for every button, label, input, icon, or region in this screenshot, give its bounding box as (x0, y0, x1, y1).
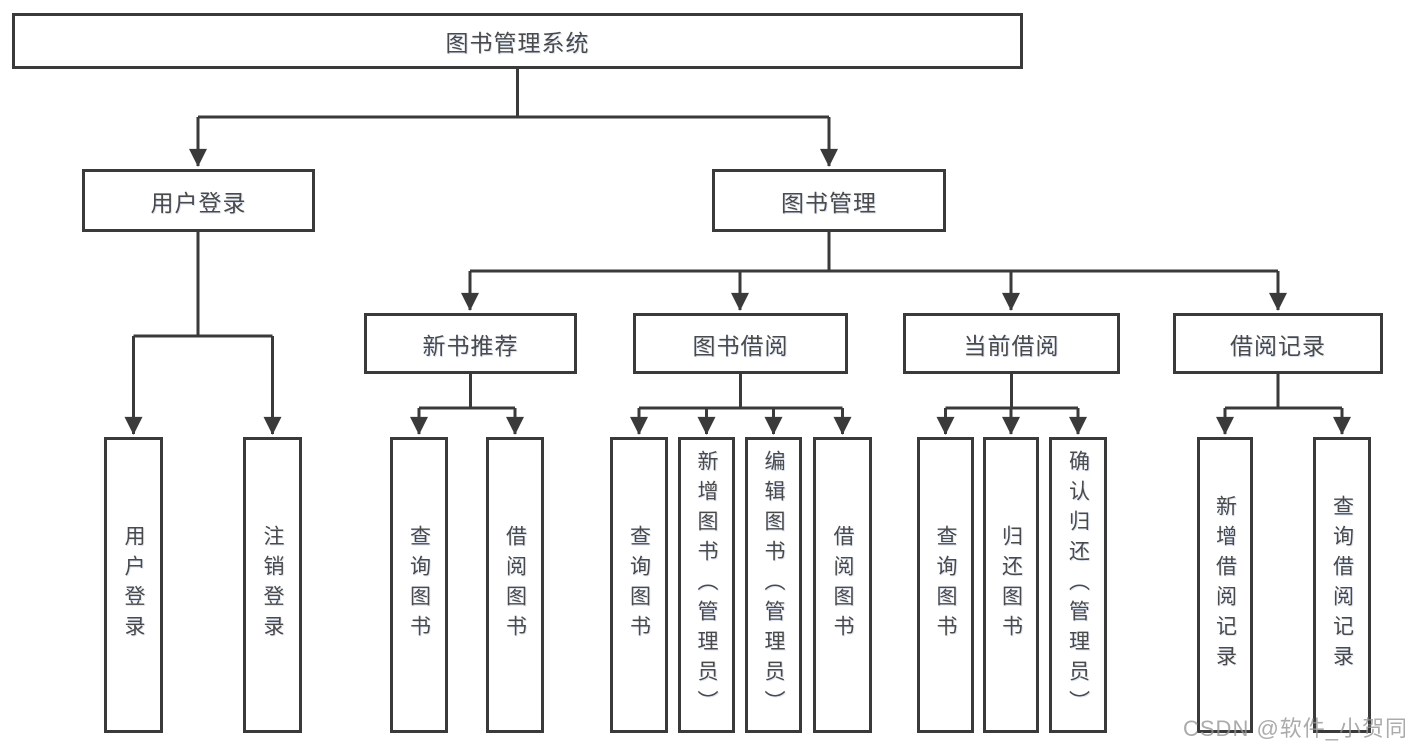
leaf-add-borrow-record: 新增借阅记录 (1197, 437, 1253, 733)
node-root-system: 图书管理系统 (12, 13, 1023, 69)
leaf-borrow-books: 借阅图书 (813, 437, 872, 733)
node-book-management: 图书管理 (712, 169, 946, 232)
node-new-book-recommend: 新书推荐 (364, 313, 577, 374)
leaf-query-books-recommend: 查询图书 (390, 437, 448, 733)
leaf-query-books-borrow: 查询图书 (610, 437, 668, 733)
node-current-borrow: 当前借阅 (903, 313, 1120, 374)
leaf-user-login: 用户登录 (104, 437, 163, 733)
leaf-add-books-admin: 新增图书（管理员） (678, 437, 735, 733)
leaf-logout: 注销登录 (243, 437, 302, 733)
node-user-login: 用户登录 (82, 169, 315, 232)
csdn-watermark: CSDN @软件_小贺同学 (1183, 716, 1405, 741)
node-book-borrow: 图书借阅 (633, 313, 848, 374)
leaf-return-books: 归还图书 (983, 437, 1039, 733)
node-borrow-records: 借阅记录 (1173, 313, 1383, 374)
leaf-confirm-return-admin: 确认归还（管理员） (1049, 437, 1107, 733)
leaf-edit-books-admin: 编辑图书（管理员） (745, 437, 802, 733)
leaf-query-borrow-record: 查询借阅记录 (1313, 437, 1371, 733)
leaf-borrow-books-recommend: 借阅图书 (486, 437, 544, 733)
leaf-query-books-current: 查询图书 (917, 437, 974, 733)
